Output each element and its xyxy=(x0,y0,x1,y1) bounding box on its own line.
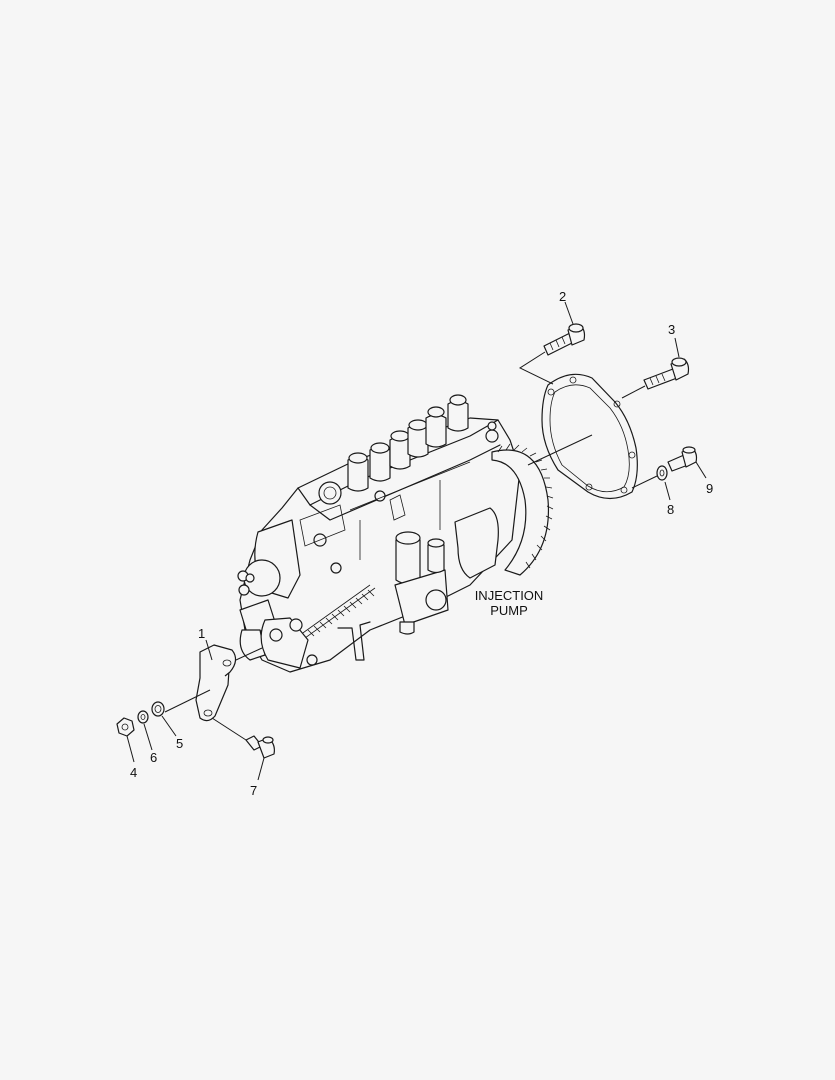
callout-7: 7 xyxy=(250,783,258,798)
bolt-item-9 xyxy=(667,446,698,472)
bracket-item-1 xyxy=(195,644,237,722)
delivery-valves xyxy=(347,394,469,492)
washer-item-6 xyxy=(137,710,149,724)
callout-6: 6 xyxy=(150,750,158,765)
nut-item-4 xyxy=(116,717,135,737)
washer-item-8 xyxy=(656,465,668,481)
washer-item-5 xyxy=(151,701,165,717)
callout-5: 5 xyxy=(176,736,184,751)
caption-line-1: INJECTION xyxy=(474,588,544,603)
bolt-item-7 xyxy=(245,735,275,759)
feed-pump xyxy=(394,531,449,635)
drive-gear xyxy=(491,443,554,576)
callout-3: 3 xyxy=(668,322,676,337)
bolt-item-3 xyxy=(643,357,690,390)
callout-4: 4 xyxy=(130,765,138,780)
callout-8: 8 xyxy=(667,502,675,517)
pump-front-flange xyxy=(237,519,318,669)
injection-pump-caption: INJECTION PUMP xyxy=(462,588,556,618)
callout-2: 2 xyxy=(559,289,567,304)
bolt-item-2 xyxy=(543,323,586,356)
caption-line-2: PUMP xyxy=(490,603,528,618)
callout-1: 1 xyxy=(198,626,206,641)
injection-pump xyxy=(237,394,554,673)
callout-9: 9 xyxy=(706,481,714,496)
control-spring xyxy=(299,584,376,639)
